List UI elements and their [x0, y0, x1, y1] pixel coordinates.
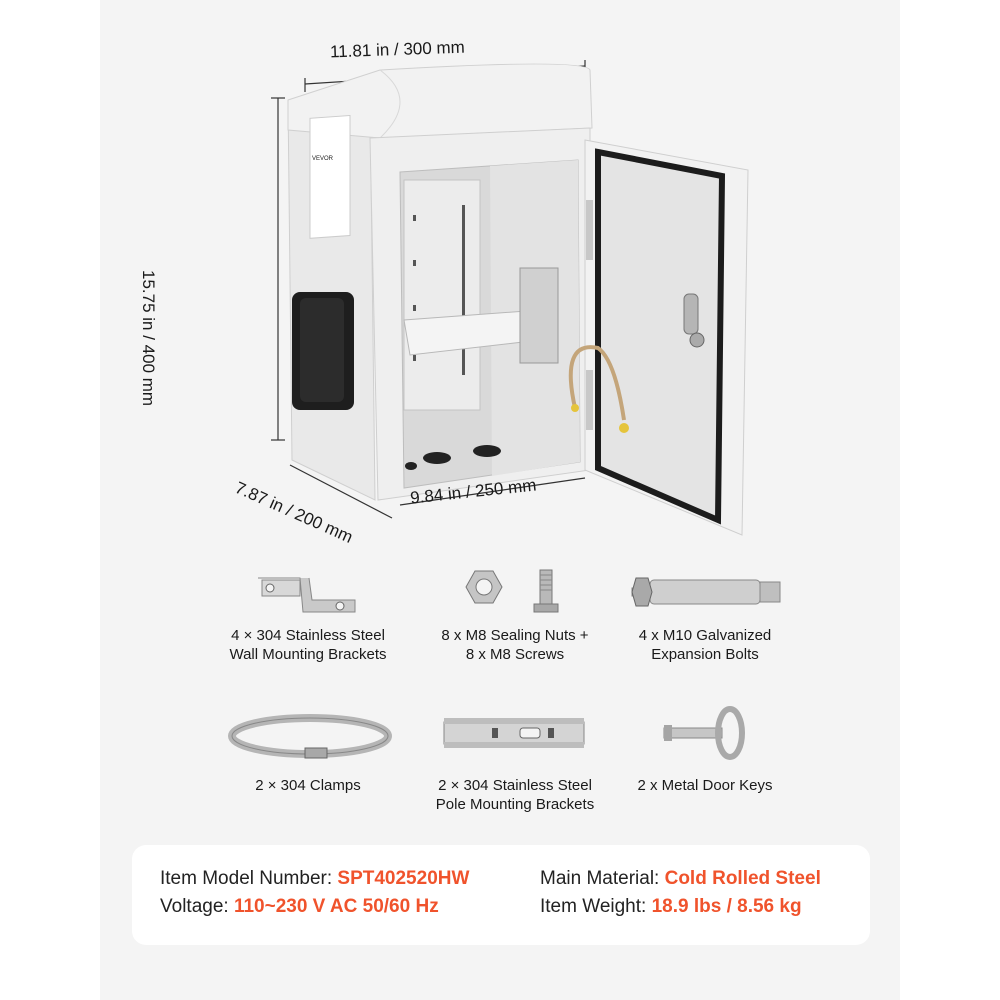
enclosure-body: VEVOR: [287, 63, 593, 501]
accessory-pole-brackets: 2 × 304 Stainless Steel Pole Mounting Br…: [405, 776, 625, 814]
nut-screw-icon: [465, 569, 559, 613]
accessory-line1: 2 x Metal Door Keys: [637, 777, 773, 794]
spec-weight: Item Weight: 18.9 lbs / 8.56 kg: [540, 896, 802, 918]
accessory-line1: 2 × 304 Stainless Steel: [438, 777, 592, 794]
brand-label: VEVOR: [312, 156, 334, 162]
accessory-line1: 4 × 304 Stainless Steel: [231, 627, 385, 644]
spec-weight-value: 18.9 lbs / 8.56 kg: [651, 896, 802, 917]
spec-voltage-label: Voltage:: [160, 896, 234, 917]
accessory-wall-brackets: 4 × 304 Stainless Steel Wall Mounting Br…: [198, 626, 418, 664]
spec-material-value: Cold Rolled Steel: [664, 868, 821, 889]
spec-weight-label: Item Weight:: [540, 896, 652, 917]
accessory-line1: 8 x M8 Sealing Nuts +: [441, 627, 589, 644]
accessory-line1: 2 × 304 Clamps: [255, 777, 361, 794]
spec-material: Main Material: Cold Rolled Steel: [540, 868, 821, 890]
pole-bracket-icon: [443, 718, 585, 748]
accessory-line2: Wall Mounting Brackets: [229, 646, 387, 663]
accessory-line2: Expansion Bolts: [651, 646, 759, 663]
clamp-icon: [228, 714, 392, 759]
accessory-clamps: 2 × 304 Clamps: [198, 776, 418, 795]
spec-panel: [132, 845, 870, 945]
accessory-line2: Pole Mounting Brackets: [435, 796, 595, 813]
spec-model-value: SPT402520HW: [337, 868, 470, 889]
accessory-line1: 4 x M10 Galvanized: [638, 627, 772, 644]
dimension-height: 15.75 in / 400 mm: [139, 270, 158, 407]
spec-model: Item Model Number: SPT402520HW: [160, 868, 469, 890]
spec-voltage-value: 110~230 V AC 50/60 Hz: [233, 896, 439, 917]
spec-voltage: Voltage: 110~230 V AC 50/60 Hz: [160, 896, 439, 918]
spec-model-label: Item Model Number:: [160, 868, 338, 889]
accessory-nuts-screws: 8 x M8 Sealing Nuts + 8 x M8 Screws: [405, 626, 625, 664]
accessory-line2: 8 x M8 Screws: [465, 646, 565, 663]
enclosure-door: [568, 139, 749, 536]
expansion-bolt-icon: [631, 577, 781, 607]
wall-bracket-icon: [258, 577, 356, 613]
door-key-icon: [663, 706, 745, 760]
accessory-expansion-bolts: 4 x M10 Galvanized Expansion Bolts: [595, 626, 815, 664]
accessory-door-keys: 2 x Metal Door Keys: [595, 776, 815, 795]
spec-material-label: Main Material:: [540, 868, 665, 889]
